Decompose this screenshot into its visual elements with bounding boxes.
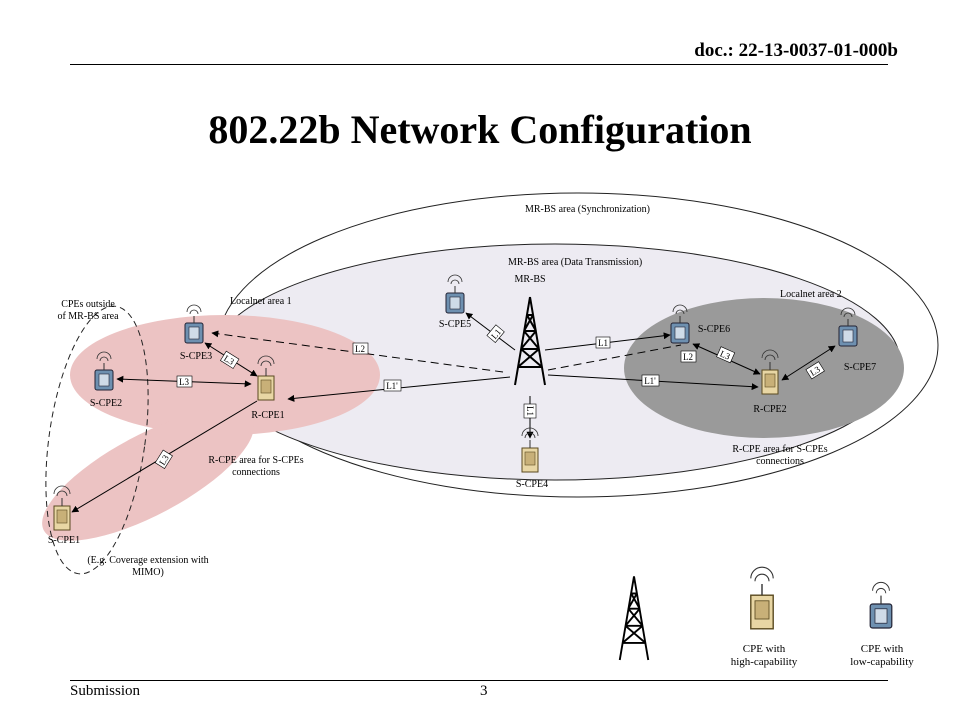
localnet1-label: Localnet area 1 [230,296,292,307]
label-l2-scpe6: L2 [683,352,693,362]
node-mrbs-label: MR-BS [514,274,545,285]
footer-rule [70,680,888,681]
label-l3-scpe6: L3 [718,348,732,361]
outside-area [45,305,149,575]
extension-area [42,409,254,541]
rcpe1-area-label-1: R-CPE area for S-CPEs [208,455,303,466]
header-rule [70,64,888,65]
node-scpe3-label: S-CPE3 [180,351,212,362]
label-l2-scpe3: L2 [355,344,365,354]
extension-label-1: (E.g. Coverage extension with [87,555,208,566]
label-l1p-rcpe1: L1' [386,381,398,391]
label-l1-scpe4: L1 [525,406,535,416]
rcpe1-area-label-2: connections [232,467,280,478]
legend-high-cpe-icon [750,566,774,630]
label-l1-scpe5: L1 [489,327,503,341]
outside-label-1: CPEs outside [61,299,115,310]
page-title: 802.22b Network Configuration [208,107,752,152]
legend-low-cpe-icon [869,581,893,629]
legend-high-label-1: CPE with [743,643,786,655]
data-area-label: MR-BS area (Data Transmission) [508,257,642,268]
legend-low-label-1: CPE with [861,643,904,655]
node-scpe4-label: S-CPE4 [516,479,548,490]
node-scpe7-label: S-CPE7 [844,362,876,373]
rcpe2-area-label-2: connections [756,456,804,467]
node-rcpe2-label: R-CPE2 [753,404,786,415]
localnet2-area [624,298,904,438]
legend-tower-icon [618,575,650,661]
node-scpe2-label: S-CPE2 [90,398,122,409]
link-l3-scpe7 [781,345,836,381]
localnet2-label: Localnet area 2 [780,289,842,300]
label-l3-scpe2: L3 [179,377,189,387]
doc-id: doc.: 22-13-0037-01-000b [694,40,898,61]
extension-label-2: MIMO) [132,567,164,578]
footer-submission: Submission [70,683,141,699]
label-l1-scpe6: L1 [598,338,608,348]
outside-label-2: of MR-BS area [57,311,119,322]
rcpe2-area-label-1: R-CPE area for S-CPEs [732,444,827,455]
scpe3-low-cpe-icon [184,304,204,344]
node-scpe5-label: S-CPE5 [439,319,471,330]
link-l2-scpe6 [547,344,682,371]
legend-high-label-2: high-capability [731,656,798,668]
label-l1p-rcpe2: L1' [644,376,656,386]
sync-area-label: MR-BS area (Synchronization) [525,204,650,215]
node-scpe1-label: S-CPE1 [48,535,80,546]
node-scpe6-label: S-CPE6 [698,324,730,335]
node-rcpe1-label: R-CPE1 [251,410,284,421]
legend-low-label-2: low-capability [850,656,914,668]
page-number: 3 [480,683,488,699]
